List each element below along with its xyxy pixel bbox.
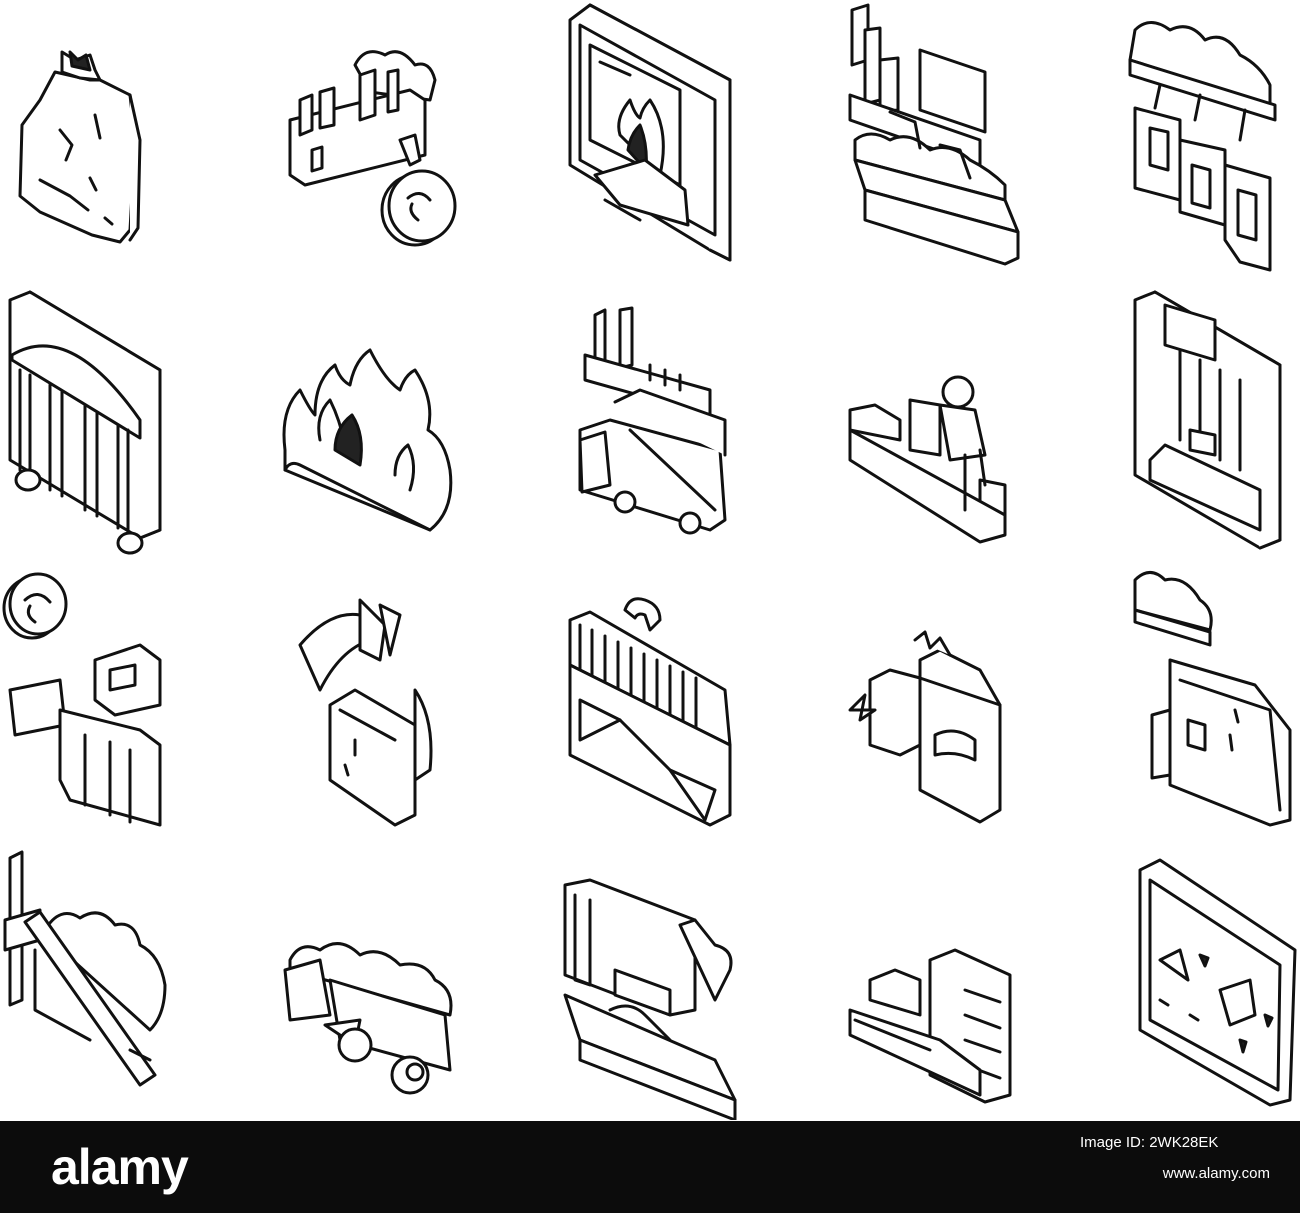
- image-id-label: Image ID:: [1080, 1134, 1146, 1151]
- shredder-machine-icon: [780, 560, 1040, 840]
- icon-grid: [0, 0, 1300, 1120]
- crane-claw-grab-icon: [260, 560, 520, 840]
- alamy-logo[interactable]: alamy: [51, 1139, 189, 1195]
- waste-sorting-worker-icon: [780, 280, 1040, 560]
- footer-bar: alamy: [0, 1121, 1300, 1213]
- image-id-line: Image ID: 2WK28EK: [1080, 1131, 1218, 1155]
- factory-emission-recycle-icon: [260, 0, 520, 280]
- ash-container-icon: [1040, 560, 1300, 840]
- garbage-truck-plant-icon: [520, 280, 780, 560]
- waste-bunker-icon: [520, 840, 780, 1120]
- garbage-bag-icon: [0, 0, 260, 280]
- waste-truck-icon: [260, 840, 520, 1120]
- crushed-waste-slab-icon: [1040, 840, 1300, 1120]
- press-machine-icon: [1040, 280, 1300, 560]
- furnace-fire-icon: [520, 0, 780, 280]
- burning-fire-icon: [260, 280, 520, 560]
- smoke-filter-units-icon: [1040, 0, 1300, 280]
- incinerator-plant-icon: [780, 0, 1040, 280]
- bunker-crane-icon: [520, 560, 780, 840]
- industrial-building-icon: [780, 840, 1040, 1120]
- site-url[interactable]: www.alamy.com: [1162, 1165, 1270, 1182]
- image-id-value: 2WK28EK: [1149, 1134, 1219, 1151]
- recycling-machine-icon: [0, 560, 260, 840]
- radiator-heater-icon: [0, 280, 260, 560]
- conveyor-belt-icon: [0, 840, 260, 1120]
